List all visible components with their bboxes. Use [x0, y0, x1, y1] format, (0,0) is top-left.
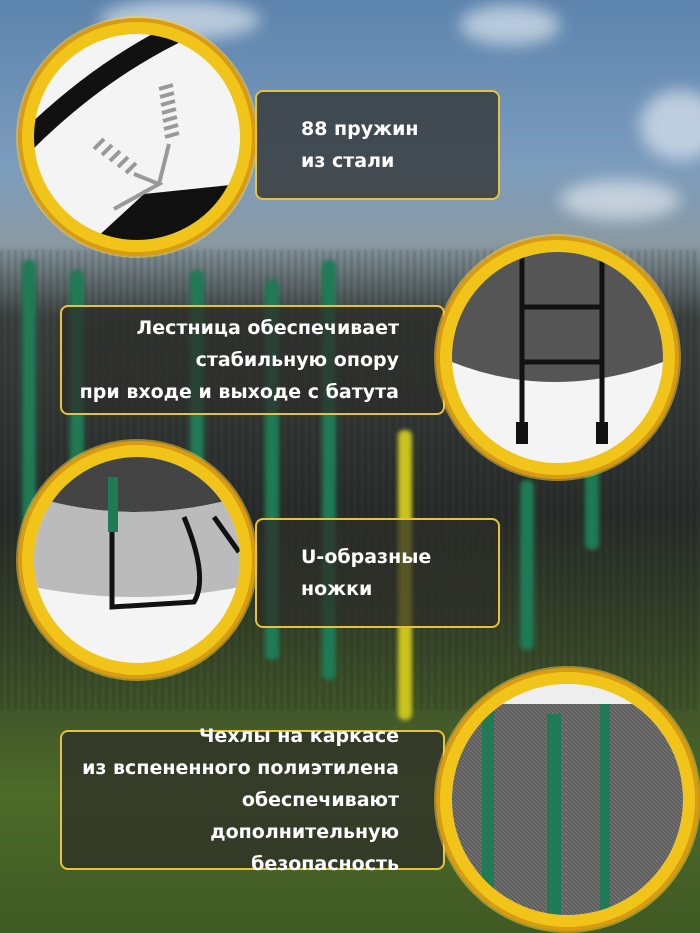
feature-box-legs: U-образные ножки — [255, 518, 500, 628]
feature-text-line: из вспененного полиэтилена — [82, 757, 399, 779]
feature-box-ladder: Лестница обеспечивает стабильную опору п… — [60, 305, 445, 415]
feature-box-covers: Чехлы на каркасе из вспененного полиэтил… — [60, 725, 445, 875]
ladder-closeup-image — [440, 240, 675, 475]
u-leg-closeup-image — [22, 445, 252, 675]
spring-closeup-image — [22, 22, 252, 252]
feature-text-line: ножки — [301, 578, 373, 600]
feature-text-line: стабильную опору — [195, 349, 399, 371]
feature-text-line: из стали — [301, 150, 395, 172]
feature-text-line: 88 пружин — [301, 118, 419, 140]
feature-text-line: обеспечивают дополнительную — [210, 789, 399, 843]
feature-text-line: при входе и выходе с батута — [79, 381, 399, 403]
foam-covers-closeup-image — [440, 672, 695, 927]
feature-text-line: U-образные — [301, 546, 432, 568]
feature-text-line: безопасность — [251, 853, 399, 875]
feature-box-springs: 88 пружин из стали — [255, 90, 500, 200]
feature-text-line: Чехлы на каркасе — [199, 725, 399, 747]
feature-text-line: Лестница обеспечивает — [136, 317, 399, 339]
